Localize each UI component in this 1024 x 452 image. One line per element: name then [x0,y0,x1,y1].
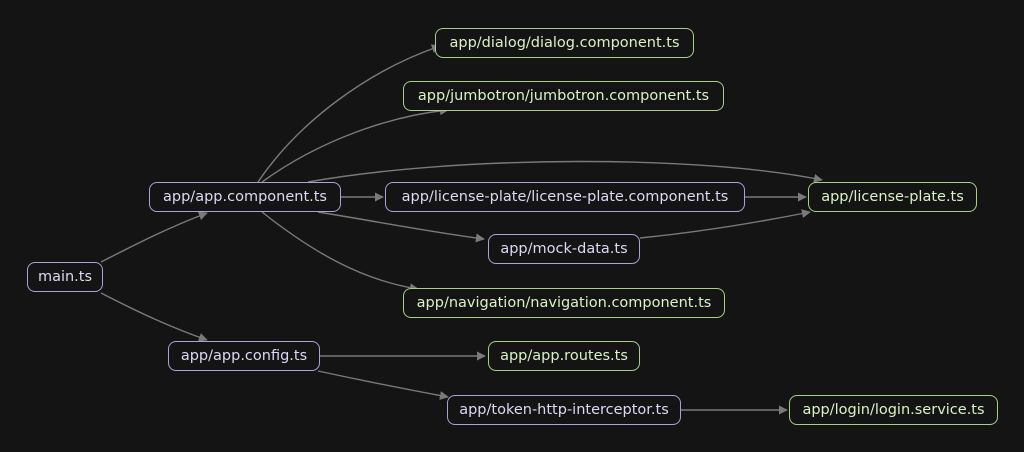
node-app-component[interactable]: app/app.component.ts [149,182,341,212]
node-dialog-component[interactable]: app/dialog/dialog.component.ts [435,28,694,58]
edges [100,44,823,415]
edge-mock-data-to-license-plate [639,209,811,239]
edge-app-component-to-license-plate [307,160,823,183]
node-mock-data[interactable]: app/mock-data.ts [488,234,640,264]
node-jumbotron-component[interactable]: app/jumbotron/jumbotron.component.ts [403,81,724,111]
edge-app-component-to-mock-data [317,211,485,243]
node-license-plate-component[interactable]: app/license-plate/license-plate.componen… [385,182,745,212]
node-license-plate[interactable]: app/license-plate.ts [808,182,977,212]
edge-app-component-to-dialog [257,44,441,183]
node-app-config[interactable]: app/app.config.ts [168,341,320,371]
node-token-http-interceptor[interactable]: app/token-http-interceptor.ts [447,395,681,425]
node-main[interactable]: main.ts [27,262,103,292]
node-navigation-component[interactable]: app/navigation/navigation.component.ts [403,288,725,318]
edge-main-to-app-config [100,292,208,342]
edge-main-to-app-component [100,211,208,263]
node-login-service[interactable]: app/login/login.service.ts [789,395,998,425]
node-app-routes[interactable]: app/app.routes.ts [488,341,640,371]
edge-app-component-to-navigation [261,211,419,293]
edge-app-config-to-token-interceptor [317,370,449,400]
edge-app-component-to-jumbotron [261,106,449,183]
